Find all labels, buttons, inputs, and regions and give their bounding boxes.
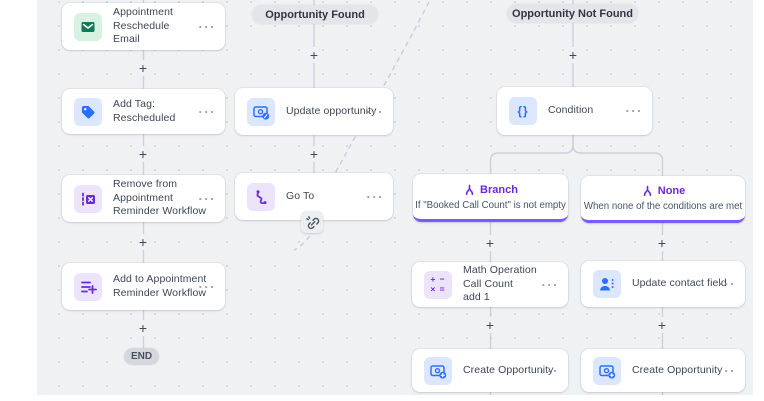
more-menu-icon[interactable]: ··· [366,104,384,119]
more-menu-icon[interactable]: ··· [541,277,559,292]
node-update-contact-field[interactable]: Update contact field ··· [581,261,745,307]
contact-icon [593,270,621,298]
end-terminal: END [124,348,159,365]
branch-condition-text: When none of the conditions are met [583,201,743,213]
add-step-button[interactable]: + [136,320,150,336]
node-update-opportunity[interactable]: Update opportunity ··· [235,88,393,135]
add-step-button[interactable]: + [136,234,150,250]
more-menu-icon[interactable]: ··· [198,279,216,294]
goto-link-anchor-icon[interactable] [301,211,323,233]
create-opportunity-icon [593,356,621,385]
more-menu-icon[interactable]: ··· [198,19,216,34]
more-menu-icon[interactable]: ··· [198,191,216,206]
math-operation-icon: + − × = [424,270,452,299]
go-to-icon [247,182,275,211]
more-menu-icon[interactable]: ··· [718,363,736,378]
node-create-opportunity-right[interactable]: Create Opportunity ··· [581,349,745,392]
branch-label-opportunity-found: Opportunity Found [252,5,378,24]
add-step-button[interactable]: + [566,47,580,63]
node-label: Update contact field [632,277,727,290]
node-appointment-reschedule-email[interactable]: Appointment Reschedule Email ··· [62,3,225,50]
node-add-tag-rescheduled[interactable]: Add Tag: Rescheduled ··· [62,89,225,134]
node-label: Condition [548,104,594,117]
node-label: Math Operation Call Count add 1 [463,264,537,304]
branch-label-opportunity-not-found: Opportunity Not Found [507,4,638,23]
create-opportunity-icon [424,356,452,385]
branch-title: Branch [463,184,518,197]
condition-braces-icon: {} [509,97,537,125]
more-menu-icon[interactable]: ··· [198,104,216,119]
add-step-button[interactable]: + [307,47,321,63]
add-to-workflow-icon [74,272,102,301]
branch-card-booked-call-count[interactable]: Branch If "Booked Call Count" is not emp… [413,174,568,222]
remove-from-workflow-icon [74,184,102,213]
add-step-button[interactable]: + [136,146,150,162]
branch-title: None [641,185,685,198]
branch-card-none[interactable]: None When none of the conditions are met [581,176,745,223]
node-remove-from-workflow[interactable]: Remove from Appointment Reminder Workflo… [62,175,225,222]
tag-icon [74,97,102,126]
more-menu-icon[interactable]: ··· [718,276,736,292]
more-menu-icon[interactable]: ··· [625,103,643,119]
add-step-button[interactable]: + [655,235,669,251]
node-label: Create Opportunity [632,363,723,376]
node-condition[interactable]: {} Condition ··· [497,87,652,135]
more-menu-icon[interactable]: ··· [366,189,384,204]
branch-fork-icon [643,185,652,197]
node-label: Add to Appointment Reminder Workflow [113,272,207,299]
add-step-button[interactable]: + [136,60,150,76]
add-step-button[interactable]: + [307,146,321,162]
more-menu-icon[interactable]: ··· [541,363,559,378]
add-step-button[interactable]: + [483,235,497,251]
branch-fork-icon [465,184,474,195]
node-label: Appointment Reschedule Email [113,6,174,46]
node-label: Go To [286,189,315,202]
node-create-opportunity-left[interactable]: Create Opportunity ··· [412,349,568,392]
email-icon [74,12,102,41]
branch-condition-text: If "Booked Call Count" is not empty [415,199,566,211]
update-opportunity-icon [247,97,275,126]
node-label: Update opportunity [286,104,377,117]
node-add-to-workflow[interactable]: Add to Appointment Reminder Workflow ··· [62,263,225,310]
node-label: Add Tag: Rescheduled [113,97,176,124]
add-step-button[interactable]: + [483,317,497,333]
add-step-button[interactable]: + [655,317,669,333]
node-math-operation[interactable]: + − × = Math Operation Call Count add 1 … [412,262,568,307]
node-label: Remove from Appointment Reminder Workflo… [113,178,207,218]
node-label: Create Opportunity [463,363,554,376]
